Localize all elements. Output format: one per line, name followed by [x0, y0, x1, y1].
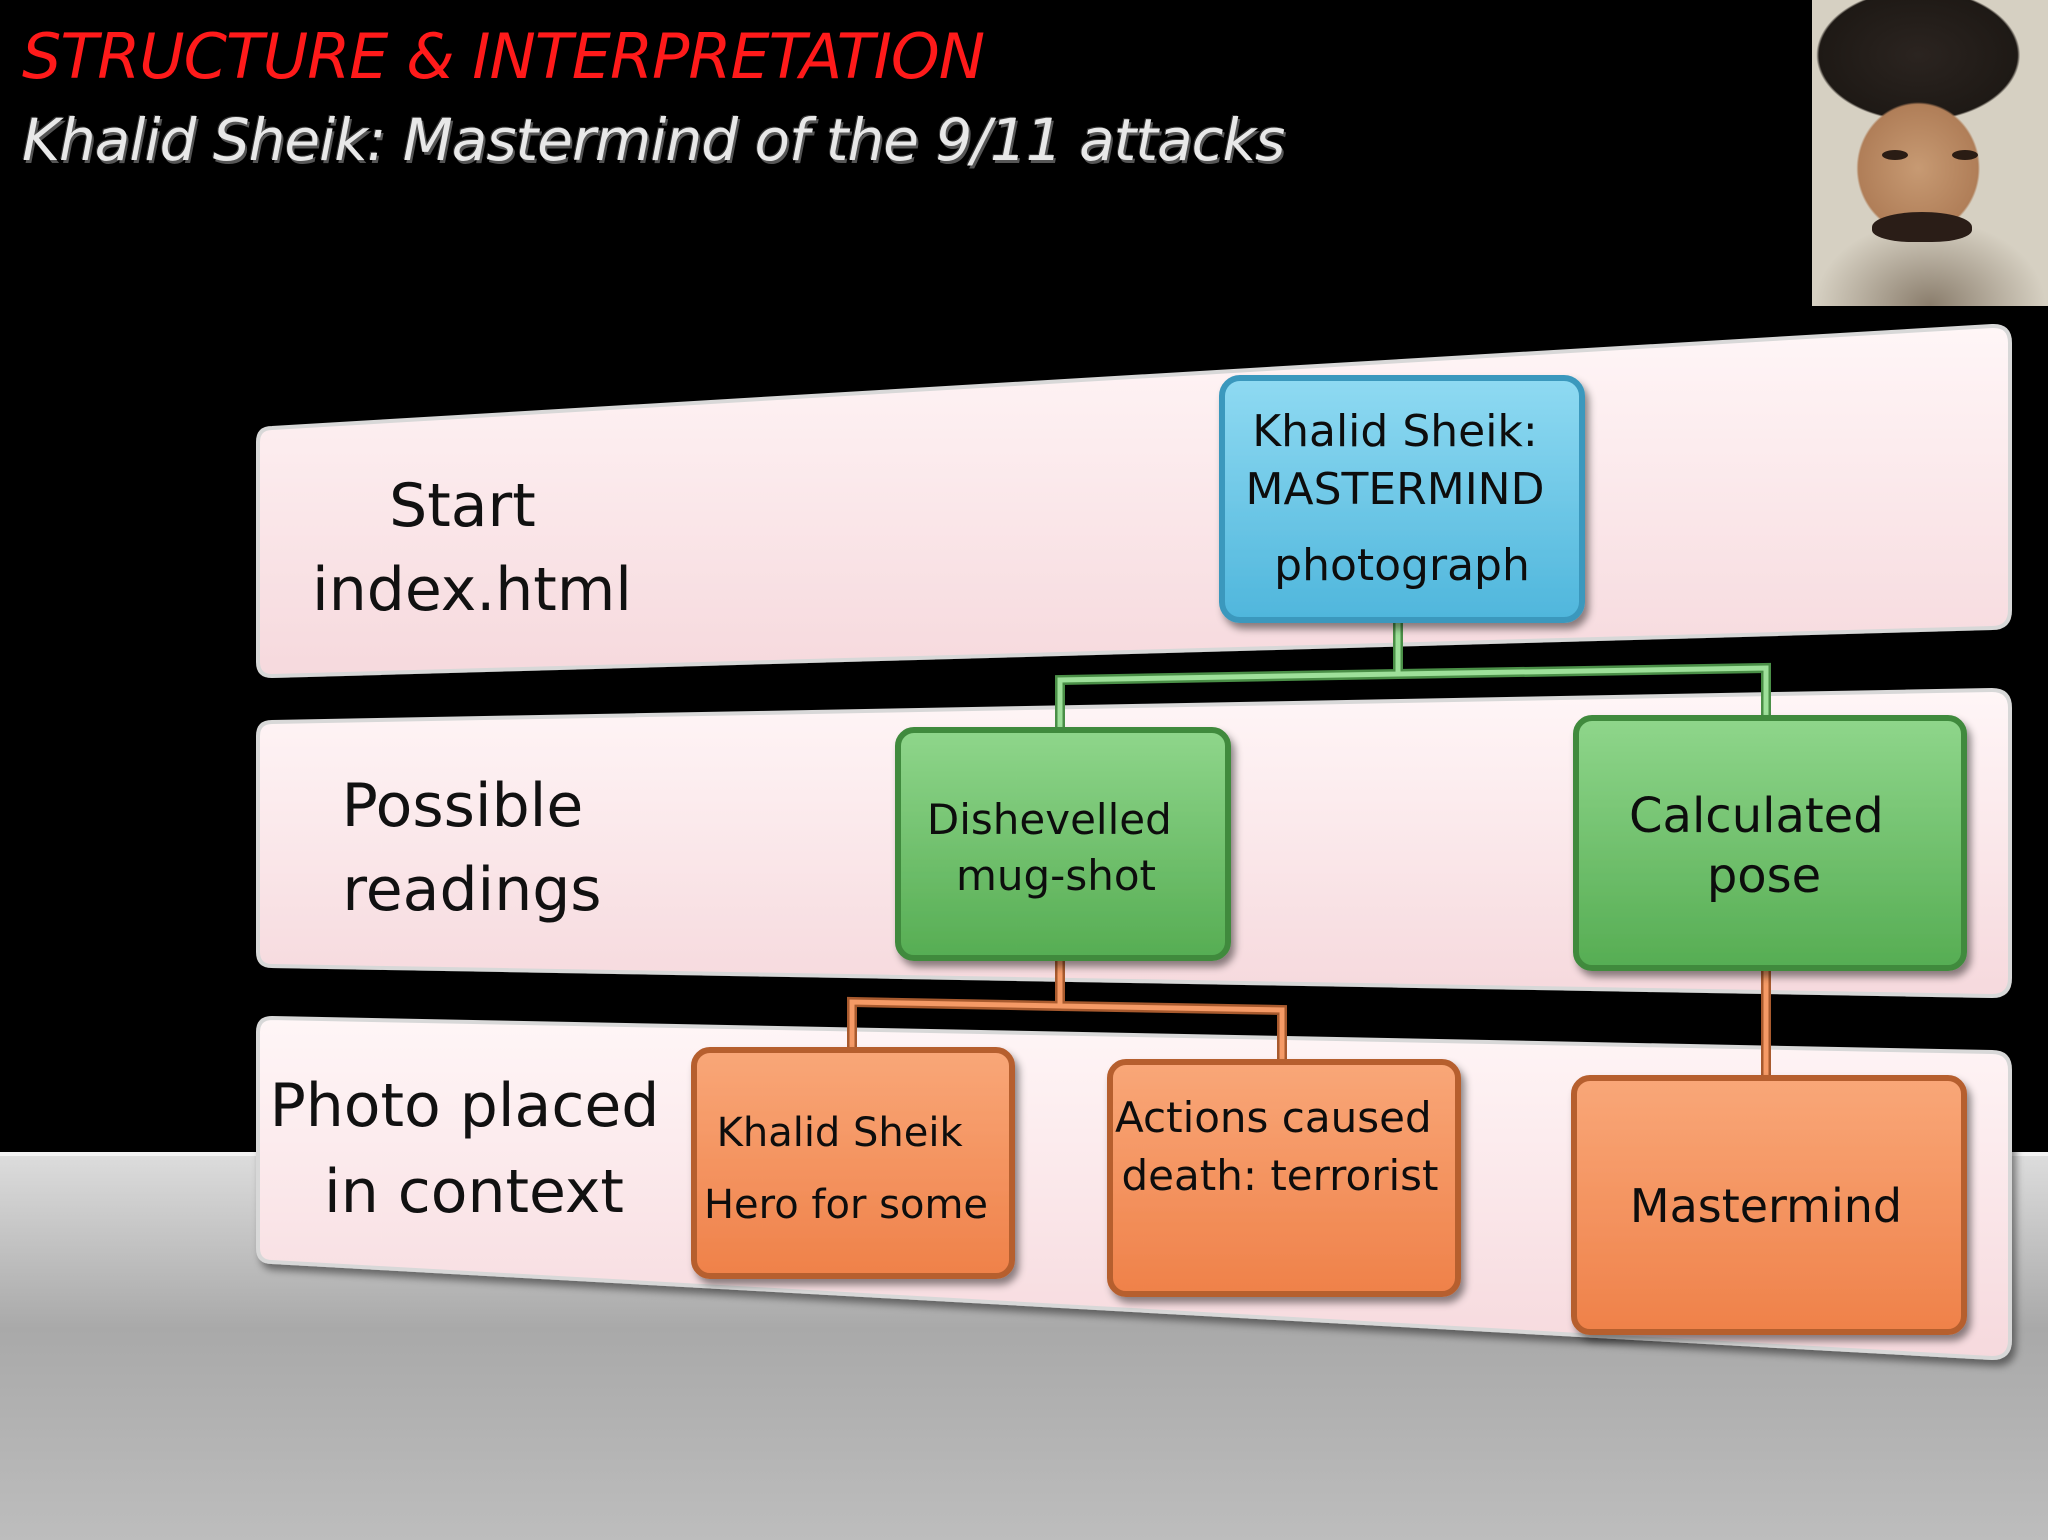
svg-text:Actions caused death: te: Actions caused death: terrorist	[1115, 1093, 1445, 1200]
row-label-start: Start index.html	[312, 471, 632, 625]
connector-root-to-readings	[1055, 620, 1771, 730]
portrait-photo	[1812, 0, 2048, 306]
svg-text:Dishevelled mug-shot: Dishevelled mug-shot	[927, 795, 1185, 900]
node-root: Khalid Sheik: MASTERMIND photograph	[1219, 375, 1585, 623]
svg-text:Calculated pose: Calculated pose	[1629, 788, 1899, 904]
node-terrorist: Actions caused death: terrorist	[1107, 1059, 1461, 1297]
slide-subtitle: Khalid Sheik: Mastermind of the 9/11 att…	[22, 106, 1285, 174]
row-label-readings: Possible readings	[342, 771, 603, 925]
node-pose: Calculated pose	[1573, 715, 1967, 971]
node-mugshot: Dishevelled mug-shot	[895, 727, 1231, 961]
svg-text:Mastermind: Mastermind	[1630, 1179, 1902, 1233]
svg-text:Khalid Sheik Hero for so: Khalid Sheik Hero for some	[704, 1110, 988, 1228]
connector-mugshot-to-context	[847, 958, 1287, 1062]
row-label-context: Photo placed in context	[270, 1071, 679, 1227]
slide-title: STRUCTURE & INTERPRETATION	[22, 20, 985, 93]
svg-text:Khalid Sheik: MASTERMIND: Khalid Sheik: MASTERMIND photograph	[1246, 406, 1559, 591]
node-hero: Khalid Sheik Hero for some	[691, 1047, 1015, 1279]
node-mastermind: Mastermind	[1571, 1075, 1967, 1335]
